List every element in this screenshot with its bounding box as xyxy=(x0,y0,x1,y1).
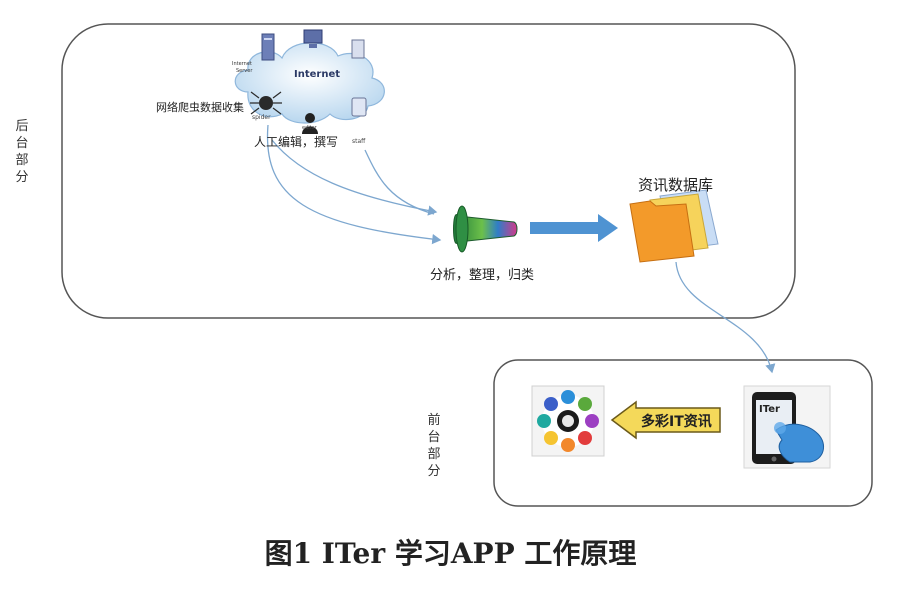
manual-edit-label: 人工编辑，撰写 xyxy=(254,135,339,149)
crawler-label: 网络爬虫数据收集 xyxy=(156,101,244,114)
backend-frame xyxy=(61,23,796,319)
crawler-sublabel: spider xyxy=(252,114,271,121)
colorful-it-news-banner xyxy=(610,400,721,440)
database-label: 资讯数据库 xyxy=(638,176,714,194)
database-to-app-connector xyxy=(675,261,776,374)
server-label-line2: Server xyxy=(236,68,253,74)
manual-to-process-connector xyxy=(271,139,438,216)
staff-to-process-connector xyxy=(364,149,435,215)
spider-icon xyxy=(250,91,282,115)
database-folders-icon xyxy=(629,189,719,263)
server-label-line1: Internet xyxy=(232,61,252,67)
server-icon xyxy=(261,33,275,61)
staff-sublabel: staff xyxy=(352,138,366,145)
frontend-frame xyxy=(493,359,873,507)
phone-app-label: ITer xyxy=(759,404,780,415)
section-label-char: 部 xyxy=(15,153,29,168)
backend-section-label: 后台部分 xyxy=(14,118,30,186)
section-label-char: 台 xyxy=(15,136,29,151)
process-to-database-arrow xyxy=(530,214,618,242)
section-label-char: 分 xyxy=(15,170,29,185)
figure-caption: 图1 ITer 学习APP 工作原理 xyxy=(264,537,637,570)
section-label-char: 后 xyxy=(15,119,29,134)
section-label-char: 台 xyxy=(427,430,441,445)
manual-edit-sublabel: editor xyxy=(302,125,317,131)
banner-label: 多彩IT资讯 xyxy=(641,414,712,430)
mobile-device-icon xyxy=(351,97,367,117)
workstation-icon xyxy=(303,29,323,48)
process-label: 分析，整理，归类 xyxy=(430,268,535,283)
section-label-char: 前 xyxy=(427,413,441,428)
internet-cloud-label: Internet xyxy=(294,69,341,80)
frontend-section-label: 前台部分 xyxy=(426,412,442,480)
touch-hand-icon xyxy=(774,422,825,463)
colorful-wheel-image xyxy=(531,385,605,457)
crawler-to-process-connector xyxy=(266,124,442,245)
section-label-char: 分 xyxy=(427,464,441,479)
editor-person-icon xyxy=(302,113,318,134)
laptop-icon xyxy=(351,39,365,59)
process-funnel-icon xyxy=(453,205,518,253)
section-label-char: 部 xyxy=(427,447,441,462)
